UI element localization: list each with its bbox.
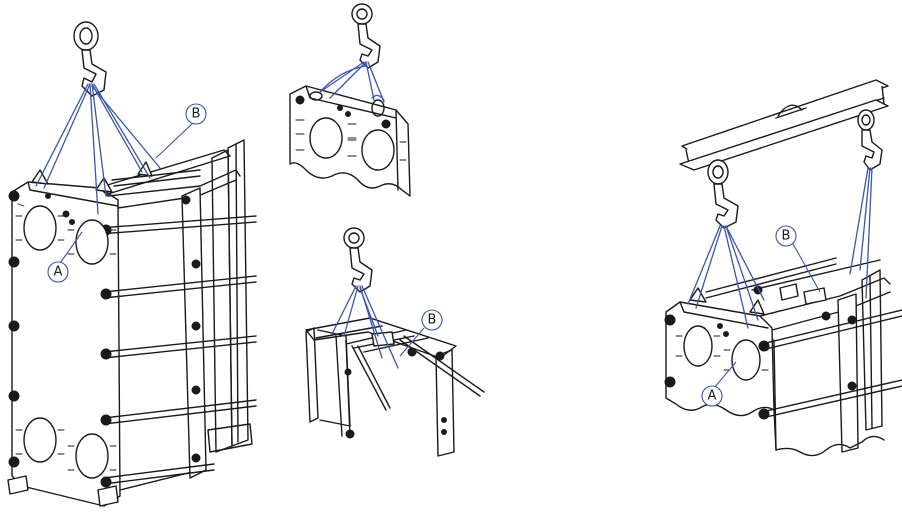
spreader-beam [679, 79, 889, 171]
callout-label: A [708, 389, 717, 404]
lifting-slings-right [849, 167, 873, 299]
pressure-plate [181, 187, 207, 479]
callout-label: B [192, 107, 201, 122]
lifting-slings [331, 285, 399, 369]
figure-1-full-unit-lift: A B [7, 21, 257, 507]
figure-4-beam-lift: A B [664, 79, 902, 457]
bolt-nuts [8, 190, 201, 500]
lifting-slings [319, 61, 385, 103]
callout-A-fig1: A [47, 231, 83, 283]
callout-A-fig4: A [701, 361, 737, 407]
callout-label: B [782, 229, 791, 244]
bolt-nuts [664, 285, 857, 420]
callout-B-fig1: B [155, 103, 207, 159]
tightening-bolts [705, 257, 902, 419]
lifting-slings-left [687, 225, 765, 329]
crane-hook [351, 3, 381, 69]
crane-hook [343, 227, 373, 293]
figure-3-frame-lift: B [305, 227, 485, 457]
lifting-slings [35, 83, 161, 215]
port-connections [15, 193, 117, 479]
callout-B-fig3: B [399, 309, 443, 357]
figure-2-frame-plate-lift [289, 3, 411, 197]
crane-hook-right [857, 109, 883, 171]
callout-label: B [428, 313, 437, 328]
callout-label: A [54, 265, 63, 280]
tightening-bolts [99, 169, 257, 485]
crane-hook-left [707, 159, 739, 229]
callout-B-fig4: B [775, 225, 821, 293]
